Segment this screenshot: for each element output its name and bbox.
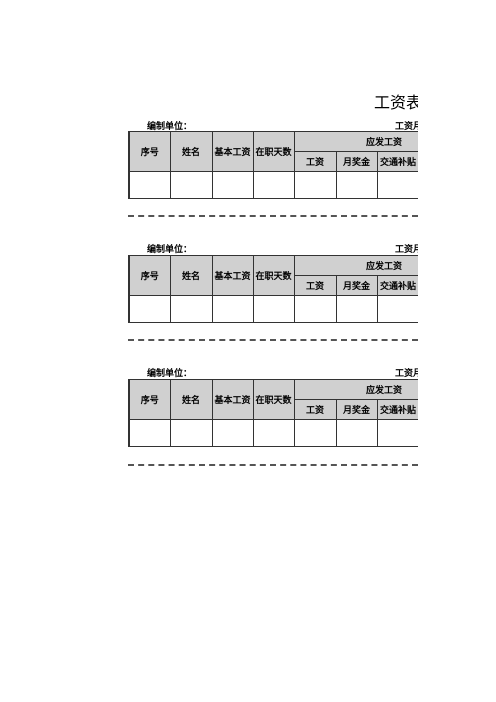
header-work-days: 在职天数 [252, 131, 295, 172]
header-salary: 工资 [293, 399, 337, 420]
header-transport-allowance: 交通补贴 [376, 399, 418, 420]
table-cell[interactable] [211, 419, 254, 447]
header-base-salary: 基本工资 [211, 131, 254, 172]
header-seq: 序号 [128, 379, 171, 420]
header-base-salary: 基本工资 [211, 255, 254, 296]
header-work-days: 在职天数 [252, 379, 295, 420]
salary-table: 序号 姓名 基本工资 在职天数 应发工资 工资 月奖金 交通补贴 [128, 379, 418, 447]
table-cell[interactable] [211, 171, 254, 199]
table-row [128, 419, 418, 447]
header-monthly-bonus: 月奖金 [335, 399, 378, 420]
unit-label: 编制单位： [147, 122, 193, 132]
header-base-salary: 基本工资 [211, 379, 254, 420]
table-cell[interactable] [169, 419, 213, 447]
table-cell[interactable] [128, 171, 171, 199]
table-cell[interactable] [128, 295, 171, 323]
header-transport-allowance: 交通补贴 [376, 275, 418, 296]
unit-label: 编制单位： [147, 245, 193, 255]
table-cell[interactable] [169, 295, 213, 323]
table-cell[interactable] [376, 171, 418, 199]
header-payable-group: 应发工资 [293, 379, 418, 400]
table-cell[interactable] [211, 295, 254, 323]
table-cell[interactable] [293, 171, 337, 199]
table-cell[interactable] [252, 295, 295, 323]
header-seq: 序号 [128, 255, 171, 296]
header-payable-group: 应发工资 [293, 131, 418, 152]
cut-line [128, 464, 418, 466]
table-cell[interactable] [169, 171, 213, 199]
header-name: 姓名 [169, 255, 213, 296]
table-cell[interactable] [376, 295, 418, 323]
table-cell[interactable] [376, 419, 418, 447]
page-title: 工资表 [374, 93, 418, 112]
month-label: 工资月份 [395, 369, 418, 379]
salary-table-wrapper: 序号 姓名 基本工资 在职天数 应发工资 工资 月奖金 交通补贴 [128, 255, 418, 323]
header-salary: 工资 [293, 275, 337, 296]
salary-table: 序号 姓名 基本工资 在职天数 应发工资 工资 月奖金 交通补贴 [128, 131, 418, 199]
cut-line [128, 339, 418, 341]
table-cell[interactable] [252, 171, 295, 199]
table-cell[interactable] [293, 295, 337, 323]
table-cell[interactable] [293, 419, 337, 447]
header-monthly-bonus: 月奖金 [335, 151, 378, 172]
unit-label: 编制单位： [147, 369, 193, 379]
header-seq: 序号 [128, 131, 171, 172]
header-name: 姓名 [169, 131, 213, 172]
header-payable-group-text: 应发工资 [365, 138, 402, 148]
table-cell[interactable] [335, 419, 378, 447]
salary-table: 序号 姓名 基本工资 在职天数 应发工资 工资 月奖金 交通补贴 [128, 255, 418, 323]
table-row [128, 295, 418, 323]
month-label: 工资月份 [395, 245, 418, 255]
header-salary: 工资 [293, 151, 337, 172]
table-cell[interactable] [128, 419, 171, 447]
header-work-days: 在职天数 [252, 255, 295, 296]
header-monthly-bonus: 月奖金 [335, 275, 378, 296]
header-payable-group: 应发工资 [293, 255, 418, 276]
salary-table-wrapper: 序号 姓名 基本工资 在职天数 应发工资 工资 月奖金 交通补贴 [128, 131, 418, 199]
header-payable-group-text: 应发工资 [365, 262, 402, 272]
table-row [128, 171, 418, 199]
header-name: 姓名 [169, 379, 213, 420]
table-cell[interactable] [335, 171, 378, 199]
header-transport-allowance: 交通补贴 [376, 151, 418, 172]
month-label: 工资月份 [395, 122, 418, 132]
salary-table-wrapper: 序号 姓名 基本工资 在职天数 应发工资 工资 月奖金 交通补贴 [128, 379, 418, 447]
table-cell[interactable] [335, 295, 378, 323]
table-cell[interactable] [252, 419, 295, 447]
header-payable-group-text: 应发工资 [365, 386, 402, 396]
cut-line [128, 215, 418, 217]
